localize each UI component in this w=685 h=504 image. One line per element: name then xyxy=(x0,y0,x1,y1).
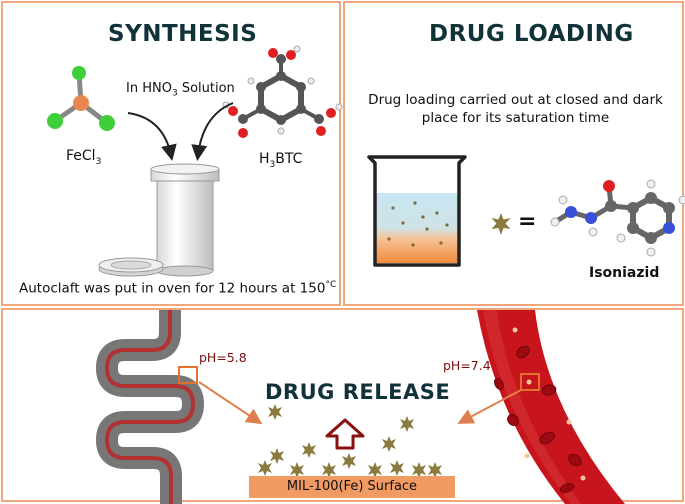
magnify-arrows xyxy=(198,381,522,425)
intestine-icon xyxy=(95,310,205,504)
fecl3-label: FeCl3 xyxy=(66,148,102,167)
ph-intestine-label: pH=5.8 xyxy=(199,350,247,365)
release-up-arrow-icon xyxy=(325,418,365,450)
reaction-arrows xyxy=(127,102,234,161)
synthesis-panel: SYNTHESIS In HNO3 Solution FeCl3 xyxy=(1,1,343,306)
synthesis-title: SYNTHESIS xyxy=(108,21,258,47)
isoniazid-label: Isoniazid xyxy=(589,265,660,281)
equals-sign: = xyxy=(518,209,537,234)
drug-loading-panel: DRUG LOADING Drug loading carried out at… xyxy=(343,1,685,306)
drug-star-icon xyxy=(491,213,511,235)
isoniazid-molecule-icon xyxy=(550,179,685,257)
mil-surface-bar: MIL-100(Fe) Surface xyxy=(249,476,455,498)
fecl3-molecule-icon xyxy=(47,66,115,131)
synthesis-caption: Autoclaft was put in oven for 12 hours a… xyxy=(19,280,337,297)
released-drug-stars xyxy=(258,404,442,478)
release-title: DRUG RELEASE xyxy=(265,380,451,404)
blood-vessel-icon xyxy=(477,310,625,504)
solution-label: In HNO3 Solution xyxy=(126,81,235,99)
beaker-icon xyxy=(367,155,467,267)
h3btc-molecule-icon xyxy=(222,45,343,138)
autoclave-icon xyxy=(98,163,220,277)
loading-description-line2: place for its saturation time xyxy=(421,110,610,126)
surface-label: MIL-100(Fe) Surface xyxy=(286,479,418,494)
loading-title: DRUG LOADING xyxy=(429,21,634,47)
loading-description-line1: Drug loading carried out at closed and d… xyxy=(368,92,663,108)
drug-release-panel: pH=5.8 pH=7.4 DRUG RELEASE xyxy=(1,308,684,504)
h3btc-label: H3BTC xyxy=(259,151,303,170)
ph-blood-label: pH=7.4 xyxy=(443,358,491,373)
